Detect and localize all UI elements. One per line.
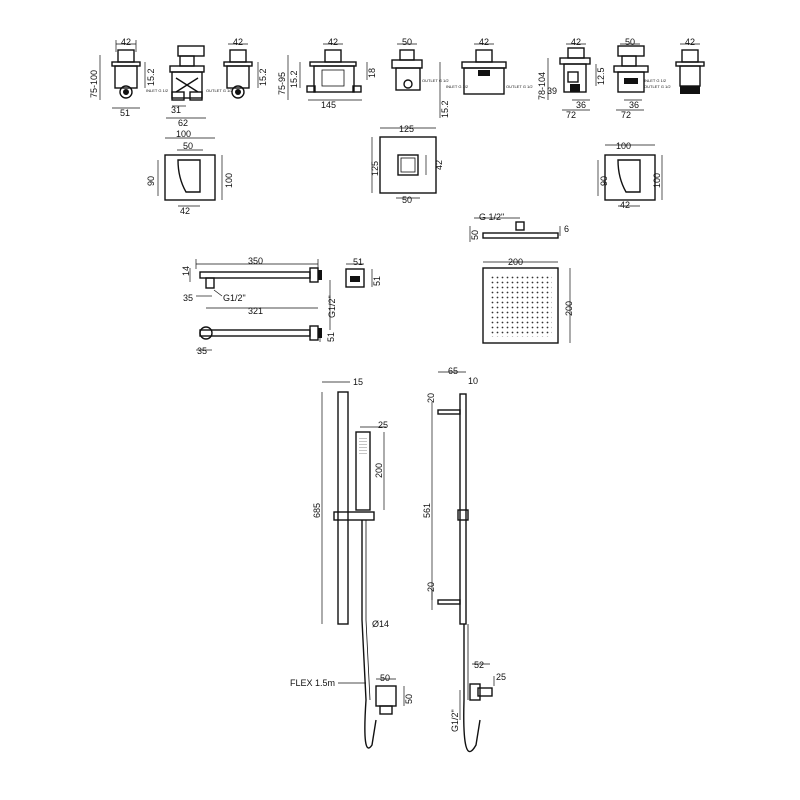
arm-drop: 35: [183, 293, 193, 303]
head-width: 200: [508, 257, 523, 267]
arm-thread: G1/2": [223, 293, 246, 303]
valve-8-a: 36: [629, 100, 639, 110]
shower-head-drawing: G 1/2" 50 6 200 200: [469, 212, 574, 344]
valve-3-depth: 15.2: [258, 68, 268, 86]
head-depth: 200: [564, 301, 574, 316]
valve-5-width: 50: [402, 37, 412, 47]
faceplate-mid-base: 50: [402, 195, 412, 205]
faceplate-mid-width: 125: [399, 124, 414, 134]
valve-7-height: 78-104: [537, 72, 547, 100]
valve-6-depth: 15.2: [440, 100, 450, 118]
riser-side-bracket2: 20: [426, 582, 436, 592]
riser-front-drawing: 15 685 25 200 Ø14 FLEX 1.5m 50 50: [290, 377, 414, 749]
valve-7-b: 72: [566, 110, 576, 120]
riser-side-projection: 65: [448, 366, 458, 376]
arm-plate2: 51: [326, 332, 336, 342]
valve-1-height: 75-100: [89, 70, 99, 98]
faceplate-left-inner: 50: [183, 141, 193, 151]
valve-8-b: 72: [621, 110, 631, 120]
valve-2-a: 31: [171, 105, 181, 115]
valve-1-drawing: 42 75-100 15.2 51: [89, 37, 156, 118]
valve-6-width: 42: [479, 37, 489, 47]
wallplate-width: 51: [353, 257, 363, 267]
valve-8-width: 50: [625, 37, 635, 47]
riser-side-rail-width: 10: [468, 376, 478, 386]
hose-label: FLEX 1.5m: [290, 678, 335, 688]
faceplate-left-width: 100: [176, 129, 191, 139]
head-thread: G 1/2": [479, 212, 504, 222]
valve-3-width: 42: [233, 37, 243, 47]
riser-rail-length: 685: [312, 503, 322, 518]
wallplate-height: 51: [372, 276, 382, 286]
faceplate-left-drawing: 100 50 90 100 42: [146, 129, 234, 216]
valve-2-inlet: INLET G 1/2: [146, 88, 169, 93]
valve-4-base: 145: [321, 100, 336, 110]
faceplate-right-width: 100: [616, 141, 631, 151]
valve-5-outlet: OUTLET G 1/2: [422, 78, 449, 83]
faceplate-mid-height: 125: [370, 161, 380, 176]
valve-4-height: 75-95: [277, 72, 287, 95]
valve-6-drawing: 42 15.2 INLET G 1/2 OUTLET G 1/2: [439, 37, 533, 118]
shower-arm-drawing: 350 14 35 G1/2" 321 35 G1/2" 51: [181, 256, 337, 356]
valve-8-drawing: 50 INLET G 1/2 OUTLET G 1/2 36 72: [613, 37, 671, 120]
riser-side-span: 561: [422, 503, 432, 518]
valve-6-inlet: INLET G 1/2: [446, 84, 469, 89]
head-thickness: 6: [564, 224, 569, 234]
valve-2-b: 62: [178, 118, 188, 128]
valve-1-depth: 15.2: [146, 68, 156, 86]
head-height: 50: [470, 230, 480, 240]
valve-7-h2: 39: [547, 86, 557, 96]
arm-height: 14: [181, 266, 191, 276]
arm-length2: 321: [248, 306, 263, 316]
valve-6-outlet: OUTLET G 1/2: [506, 84, 533, 89]
arm-drop2: 35: [197, 346, 207, 356]
handset-length: 200: [374, 463, 384, 478]
valve-9-drawing: 42: [675, 37, 705, 94]
valve-8-outlet: OUTLET G 1/2: [644, 84, 671, 89]
faceplate-right-drawing: 100 90 100 42: [597, 141, 663, 210]
faceplate-mid-drawing: 125 125 42 50: [370, 124, 444, 205]
riser-side-elbow-width: 52: [474, 660, 484, 670]
elbow-height: 50: [404, 694, 414, 704]
arm-thread2: G1/2": [327, 295, 337, 318]
hose-diameter: Ø14: [372, 619, 389, 629]
valve-5-drawing: 50 18 OUTLET G 1/2: [366, 37, 449, 91]
valve-2-drawing: INLET G 1/2 OUTLET G 1/2 31 62: [146, 45, 233, 128]
elbow-width: 50: [380, 673, 390, 683]
valve-3-drawing: 42 15.2: [223, 37, 268, 99]
handset-width: 25: [378, 420, 388, 430]
valve-7-width: 42: [571, 37, 581, 47]
riser-side-bracket1: 20: [426, 393, 436, 403]
riser-side-thread: G1/2": [450, 709, 460, 732]
faceplate-right-height2: 100: [652, 173, 662, 188]
valve-2-outlet: OUTLET G 1/2: [206, 88, 233, 93]
valve-7-depth: 12.5: [596, 67, 606, 85]
riser-width: 15: [353, 377, 363, 387]
riser-side-elbow-depth: 25: [496, 672, 506, 682]
faceplate-right-base: 42: [620, 200, 630, 210]
valve-1-base: 51: [120, 108, 130, 118]
valve-7-drawing: 42 78-104 39 12.5 36 72: [537, 37, 606, 120]
valve-4-width: 42: [328, 37, 338, 47]
valve-7-a: 36: [576, 100, 586, 110]
arm-length: 350: [248, 256, 263, 266]
faceplate-left-height: 90: [146, 176, 156, 186]
valve-4-drawing: 42 75-95 15.2 145: [277, 37, 362, 110]
faceplate-right-height: 90: [599, 176, 609, 186]
valve-9-width: 42: [685, 37, 695, 47]
valve-5-depth: 18: [367, 68, 377, 78]
faceplate-left-base: 42: [180, 206, 190, 216]
faceplate-left-height2: 100: [224, 173, 234, 188]
faceplate-mid-inner: 42: [434, 160, 444, 170]
riser-side-drawing: 65 10 20 561 20 52 25 G1/2": [422, 366, 506, 753]
arm-wallplate-drawing: 51 51: [345, 257, 382, 288]
valve-4-depth: 15.2: [289, 70, 299, 88]
valve-1-width: 42: [121, 37, 131, 47]
valve-8-inlet: INLET G 1/2: [644, 78, 667, 83]
